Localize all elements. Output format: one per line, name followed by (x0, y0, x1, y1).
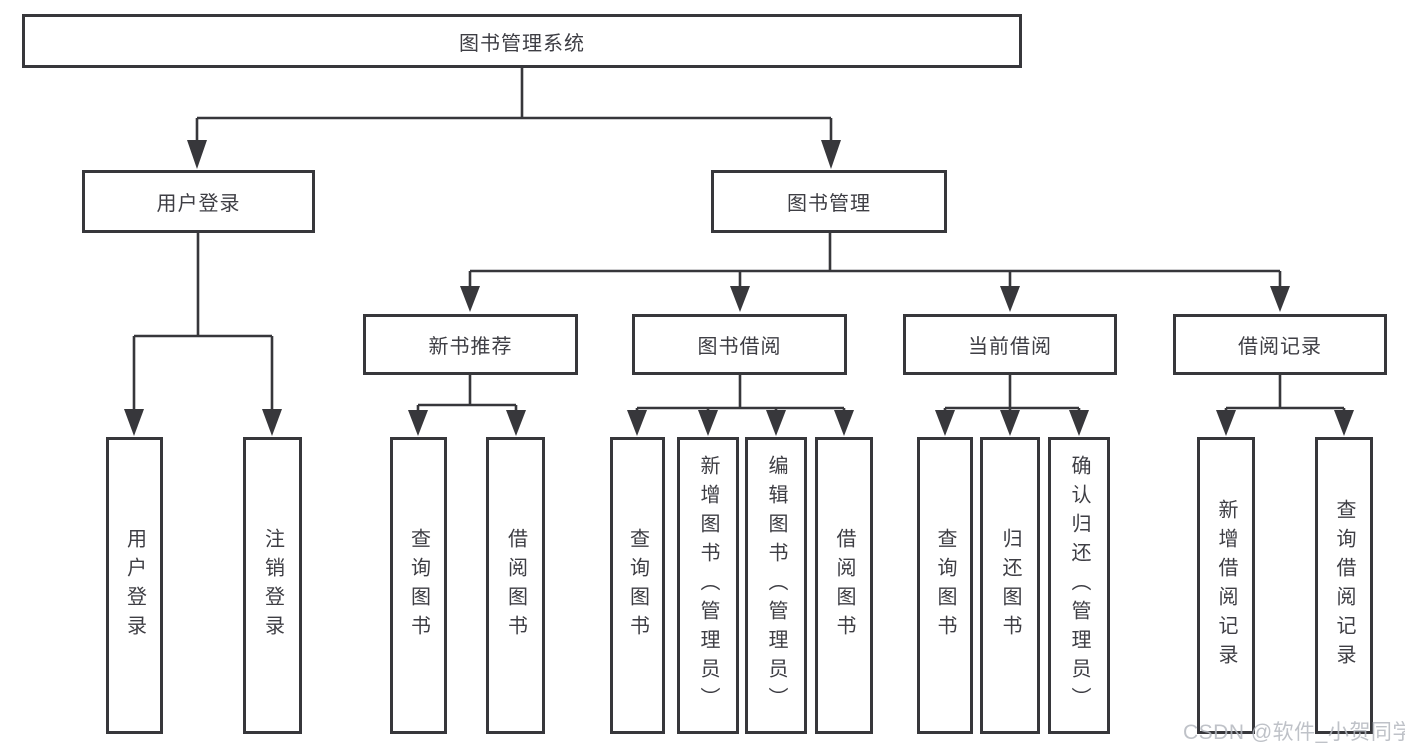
leaf-label: 查询图书 (626, 527, 649, 644)
node-label: 用户登录 (156, 193, 241, 215)
node-user-login: 用户登录 (82, 170, 315, 233)
leaf-borrow-books-borrowing: 借阅图书 (815, 437, 873, 734)
leaf-label: 确认归还（管理员） (1068, 455, 1090, 716)
leaf-label: 新增图书（管理员） (697, 455, 719, 716)
node-book-borrowing: 图书借阅 (632, 314, 847, 375)
node-borrowing-records: 借阅记录 (1173, 314, 1387, 375)
node-book-management: 图书管理 (711, 170, 947, 233)
leaf-borrow-books-recommend: 借阅图书 (486, 437, 545, 734)
leaf-query-books-borrowing: 查询图书 (610, 437, 665, 734)
leaf-add-borrow-record: 新增借阅记录 (1197, 437, 1255, 734)
node-label: 新书推荐 (428, 336, 513, 358)
leaf-logout: 注销登录 (243, 437, 302, 734)
leaf-query-books-current: 查询图书 (917, 437, 973, 734)
leaf-query-borrow-record: 查询借阅记录 (1315, 437, 1373, 734)
leaf-label: 用户登录 (123, 527, 146, 644)
leaf-label: 归还图书 (999, 527, 1021, 644)
node-label: 图书借阅 (697, 336, 782, 358)
leaf-add-book-admin: 新增图书（管理员） (677, 437, 739, 734)
leaf-user-login: 用户登录 (106, 437, 163, 734)
leaf-return-books: 归还图书 (980, 437, 1040, 734)
leaf-confirm-return-admin: 确认归还（管理员） (1048, 437, 1110, 734)
leaf-label: 新增借阅记录 (1215, 498, 1237, 673)
leaf-label: 注销登录 (261, 527, 284, 644)
node-label: 借阅记录 (1238, 336, 1322, 358)
csdn-watermark: CSDN @软件_小贺同学 (1183, 721, 1405, 744)
node-new-book-recommendation: 新书推荐 (363, 314, 578, 375)
leaf-label: 查询图书 (407, 527, 430, 644)
leaf-label: 编辑图书（管理员） (765, 455, 787, 716)
node-label: 图书管理 (787, 193, 871, 215)
leaf-edit-book-admin: 编辑图书（管理员） (745, 437, 807, 734)
leaf-label: 查询图书 (934, 527, 956, 644)
node-current-borrowing: 当前借阅 (903, 314, 1117, 375)
node-label: 当前借阅 (968, 336, 1052, 358)
arrowheads (124, 140, 1354, 436)
node-label: 图书管理系统 (459, 32, 585, 55)
leaf-label: 借阅图书 (504, 527, 527, 644)
leaf-query-books-recommend: 查询图书 (390, 437, 447, 734)
leaf-label: 借阅图书 (833, 527, 855, 644)
node-library-management-system: 图书管理系统 (22, 14, 1022, 68)
leaf-label: 查询借阅记录 (1333, 498, 1355, 673)
